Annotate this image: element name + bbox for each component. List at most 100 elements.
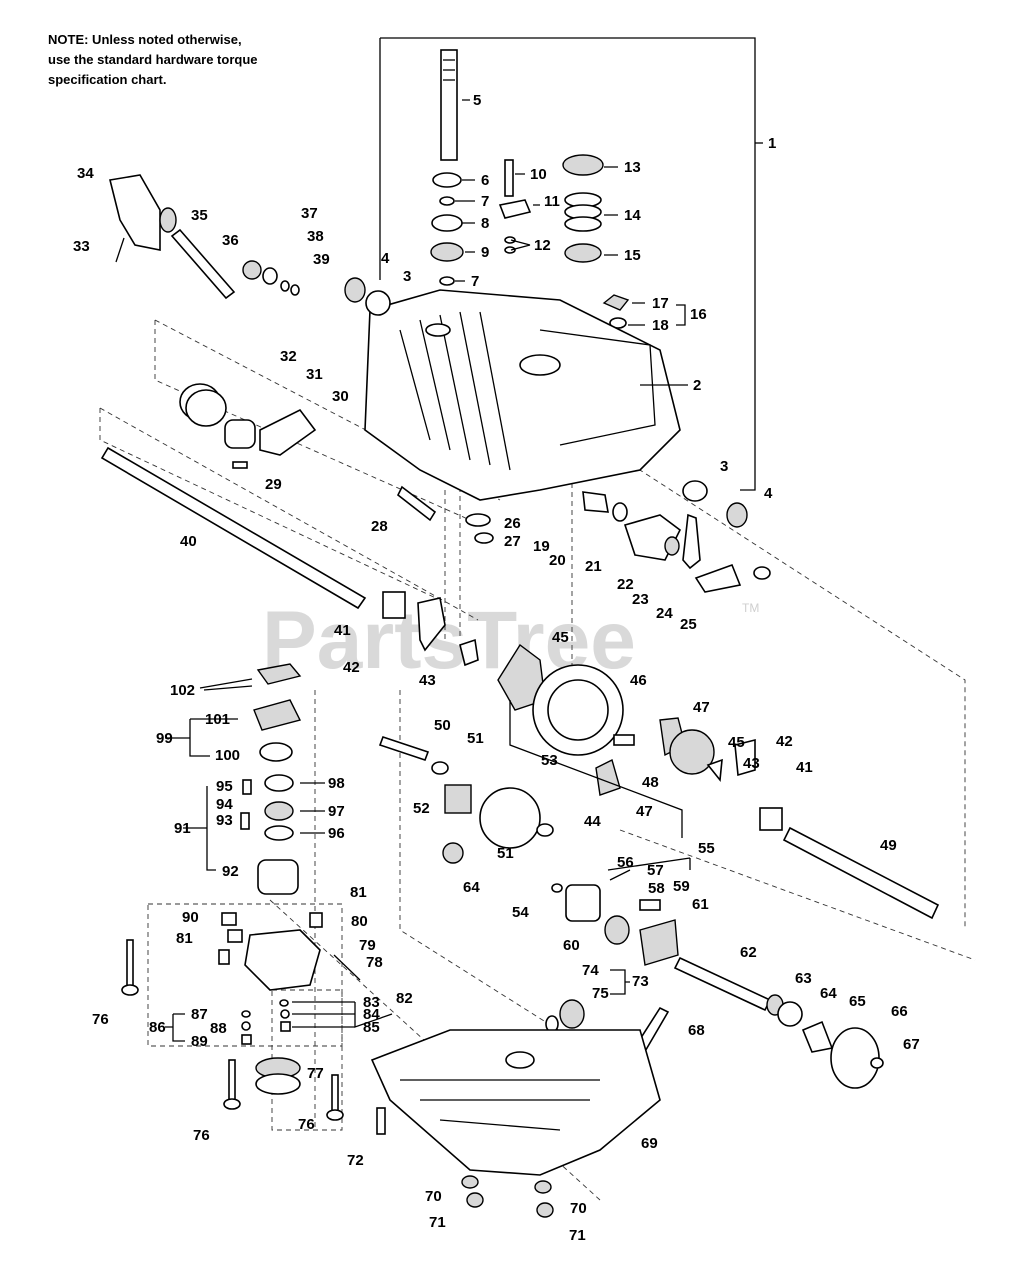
part-callout-94: 94	[216, 796, 233, 813]
part-callout-96: 96	[328, 825, 345, 842]
bracket-line	[607, 857, 691, 871]
part-callout-16: 16	[690, 306, 707, 323]
bracket	[109, 174, 161, 251]
o-ring	[504, 236, 516, 244]
part-callout-55: 55	[698, 840, 715, 857]
retaining-ring	[439, 196, 455, 206]
gear	[777, 1001, 803, 1027]
washer	[264, 825, 294, 841]
part-callout-72: 72	[347, 1152, 364, 1169]
pump-body	[565, 884, 601, 922]
part-callout-22: 22	[617, 576, 634, 593]
part-callout-95: 95	[216, 778, 233, 795]
part-callout-35: 35	[191, 207, 208, 224]
plug	[280, 1021, 291, 1032]
input-shaft	[440, 49, 458, 161]
part-callout-66: 66	[891, 1003, 908, 1020]
seal	[564, 243, 602, 263]
seal	[344, 277, 366, 303]
part-callout-60: 60	[563, 937, 580, 954]
bracket-line	[165, 1013, 185, 1042]
shaft	[170, 228, 236, 300]
pin	[218, 949, 230, 965]
shaft	[582, 491, 609, 513]
o-ring	[290, 284, 300, 296]
part-callout-64: 64	[463, 879, 480, 896]
spring-bracket	[682, 513, 701, 570]
spring	[280, 1009, 290, 1019]
part-callout-76: 76	[193, 1127, 210, 1144]
bearing	[264, 801, 294, 821]
leader-line	[300, 782, 325, 834]
part-callout-47: 47	[636, 803, 653, 820]
spring	[179, 383, 227, 427]
part-callout-43: 43	[743, 755, 760, 772]
bevel-gear	[669, 729, 715, 775]
bushing	[759, 807, 783, 831]
note-text: NOTE: Unless noted otherwise, use the st…	[48, 30, 348, 90]
part-callout-88: 88	[210, 1020, 227, 1037]
spur-gear	[444, 784, 472, 814]
bolt	[228, 1059, 236, 1105]
part-callout-56: 56	[617, 854, 634, 871]
part-callout-63: 63	[795, 970, 812, 987]
shim	[256, 663, 302, 685]
seal	[159, 207, 177, 233]
o-ring	[504, 246, 516, 254]
part-callout-7: 7	[481, 193, 489, 210]
washer	[465, 513, 491, 527]
part-callout-7: 7	[471, 273, 479, 290]
part-callout-67: 67	[903, 1036, 920, 1053]
leader-line	[628, 302, 688, 386]
bracket	[498, 199, 532, 219]
part-callout-31: 31	[306, 366, 323, 383]
bracket-line	[183, 786, 216, 871]
leader-line	[510, 239, 531, 251]
dashed-guide	[577, 429, 966, 930]
ring-gear-hub	[547, 679, 609, 741]
clip	[417, 597, 446, 652]
bushing	[382, 591, 406, 619]
part-callout-51: 51	[467, 730, 484, 747]
part-callout-48: 48	[642, 774, 659, 791]
part-callout-46: 46	[630, 672, 647, 689]
part-callout-64: 64	[820, 985, 837, 1002]
part-callout-3: 3	[720, 458, 728, 475]
cylinder-block	[257, 859, 299, 895]
part-callout-101: 101	[205, 711, 230, 728]
part-callout-1: 1	[768, 135, 776, 152]
pump-subassembly-box	[147, 903, 343, 1047]
part-callout-10: 10	[530, 166, 547, 183]
nut	[664, 536, 680, 556]
part-callout-58: 58	[648, 880, 665, 897]
retaining-ring	[439, 276, 455, 286]
part-callout-42: 42	[776, 733, 793, 750]
leader-line	[455, 99, 475, 282]
part-callout-42: 42	[343, 659, 360, 676]
washer	[551, 883, 563, 893]
part-callout-71: 71	[569, 1227, 586, 1244]
bolt-head	[223, 1098, 241, 1110]
plate	[694, 563, 742, 593]
pinion-gear	[595, 758, 621, 796]
part-callout-71: 71	[429, 1214, 446, 1231]
retaining-ring	[474, 532, 494, 544]
pin	[309, 912, 323, 928]
bolt-head	[121, 984, 139, 996]
part-callout-21: 21	[585, 558, 602, 575]
block	[253, 699, 302, 731]
pin	[613, 734, 635, 746]
part-callout-26: 26	[504, 515, 521, 532]
part-callout-30: 30	[332, 388, 349, 405]
part-callout-45: 45	[552, 629, 569, 646]
part-callout-62: 62	[740, 944, 757, 961]
part-callout-27: 27	[504, 533, 521, 550]
washer	[432, 172, 462, 188]
part-callout-90: 90	[182, 909, 199, 926]
part-callout-97: 97	[328, 803, 345, 820]
ring	[259, 742, 293, 762]
part-callout-50: 50	[434, 717, 451, 734]
nut	[870, 1057, 884, 1069]
part-callout-53: 53	[541, 752, 558, 769]
